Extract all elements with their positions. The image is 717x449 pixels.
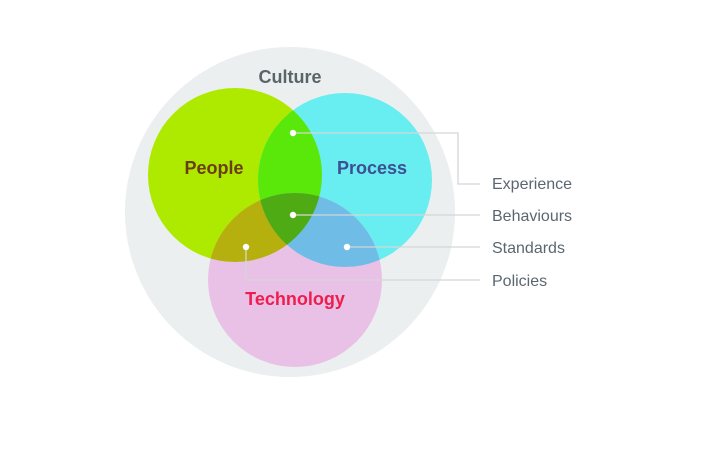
process-technology-overlap [258,193,382,267]
callout-behaviours: Behaviours [492,208,572,225]
callout-standards: Standards [492,240,565,257]
experience-leader-line [293,132,480,185]
callout-policies: Policies [492,273,547,290]
people-technology-overlap [208,193,322,262]
people-label: People [184,158,243,178]
process-label: Process [337,158,407,178]
experience-marker-dot [289,129,297,137]
technology-label: Technology [245,289,345,309]
policies-marker-dot [242,243,250,251]
callout-leader-lines [242,129,480,281]
policies-leader-line [245,247,480,281]
callout-experience: Experience [492,176,572,193]
standards-marker-dot [343,243,351,251]
culture-label: Culture [259,67,322,87]
behaviours-marker-dot [289,211,297,219]
